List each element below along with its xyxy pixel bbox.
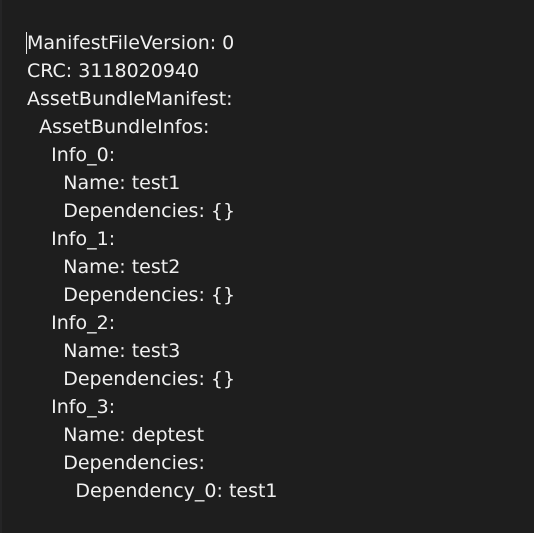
editor-line[interactable]: Dependency_0: test1 xyxy=(27,480,278,502)
editor-content[interactable]: ManifestFileVersion: 0 CRC: 3118020940 A… xyxy=(27,29,534,505)
editor-line[interactable]: Dependencies: {} xyxy=(27,200,236,222)
editor-line[interactable]: Dependencies: {} xyxy=(27,368,236,390)
editor-line[interactable]: Name: test2 xyxy=(27,256,181,278)
editor-gutter xyxy=(0,0,2,533)
editor-line[interactable]: Dependencies: xyxy=(27,452,205,474)
editor-line[interactable]: ManifestFileVersion: 0 xyxy=(27,32,235,54)
editor-line[interactable]: AssetBundleManifest: xyxy=(27,88,233,110)
editor-line[interactable]: Info_2: xyxy=(27,312,116,334)
editor-line[interactable]: Dependencies: {} xyxy=(27,284,236,306)
editor-line[interactable]: Name: deptest xyxy=(27,424,205,446)
editor-line[interactable]: AssetBundleInfos: xyxy=(27,116,210,138)
editor-line[interactable]: Info_1: xyxy=(27,228,116,250)
editor-line[interactable]: Name: test3 xyxy=(27,340,181,362)
text-cursor xyxy=(26,32,27,54)
editor-line[interactable]: Name: test1 xyxy=(27,172,181,194)
editor-line[interactable]: CRC: 3118020940 xyxy=(27,60,200,82)
editor-line[interactable]: Info_3: xyxy=(27,396,116,418)
editor-line[interactable]: Info_0: xyxy=(27,144,116,166)
